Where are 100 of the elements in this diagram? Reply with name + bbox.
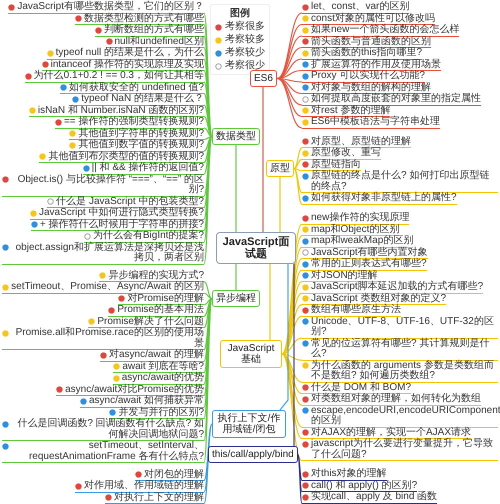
subtopic (302, 224, 400, 236)
subtopic-text: javascript为什么要进行变量提升，它导致了什么问题? (311, 439, 494, 460)
subtopic-text: JavaScript 中如何进行隐式类型转换? (38, 208, 204, 218)
branch-topic: 原型 (266, 160, 294, 177)
branch-topic: 数据类型 (212, 128, 260, 145)
subtopic (135, 470, 204, 481)
connector-line (204, 281, 212, 299)
connector-line (282, 353, 302, 383)
connector-line (204, 298, 212, 306)
subtopic-text: Promise解决了什么问题 (97, 316, 204, 327)
connector-line (276, 46, 302, 80)
connector-line (279, 177, 281, 232)
legend-text: 考察较多 (225, 34, 265, 45)
subtopic (302, 469, 387, 481)
connector-line (293, 264, 295, 446)
subtopic-text: 对rest 参数的理解 (311, 106, 390, 116)
subtopic-text: == 操作符的强制类型转换规则? (64, 117, 204, 128)
subtopic-text: 如何提取高度嵌套的对象里的指定属性 (311, 94, 481, 104)
subtopic-text: map和Object的区别 (311, 224, 400, 235)
subtopic (56, 384, 204, 396)
connector-line (294, 168, 302, 205)
branch-topic: ES6 (250, 70, 277, 87)
subtopic (302, 136, 411, 148)
subtopic-text: Promise.all和Promise.race的区别的使用场景 (14, 328, 204, 349)
connector-line (297, 454, 302, 481)
subtopic-text: object.assign和扩展运算法是深拷贝还是浅拷贝，两者区别 (14, 242, 204, 264)
subtopic (112, 373, 204, 385)
subtopic (105, 492, 204, 504)
subtopic-text: 并发与并行的区别? (118, 408, 204, 418)
subtopic-text: || 和 && 操作符的返回值? (92, 163, 204, 174)
connector-line (276, 24, 302, 80)
connector-line (269, 264, 271, 340)
subtopic-text: 对对象与数组的解构的理解 (311, 82, 431, 92)
subtopic-text: JavaScript脚本延迟加载的方式有哪些? (311, 282, 484, 292)
subtopic (100, 350, 204, 362)
subtopic-text: 对this对象的理解 (311, 469, 387, 480)
central-topic: JavaScript面试题 (216, 232, 296, 264)
subtopic (47, 196, 204, 208)
connector-line (282, 338, 302, 355)
subtopic-text: 异步编程的实现方式? (108, 270, 204, 281)
subtopic (60, 82, 204, 94)
subtopic-text: typeof NaN 的结果是什么？ (81, 94, 204, 104)
subtopic-text: intanceof 操作符的实现原理及实现 (50, 60, 204, 70)
connector-line (262, 87, 264, 232)
subtopic-text: Unicode、UTF-8、UTF-16、UTF-32的区别? (311, 316, 495, 338)
connector-line (280, 264, 289, 410)
subtopic (108, 305, 204, 317)
subtopic-text: isNaN 和 Number.isNaN 函数的区别? (38, 106, 204, 116)
connector-line (282, 353, 302, 361)
subtopic (302, 270, 378, 282)
connector-line (294, 147, 302, 169)
subtopic (302, 213, 410, 225)
subtopic (113, 362, 204, 374)
subtopic-text: JavaScript 类数组对象的定义? (311, 294, 446, 304)
subtopic (302, 282, 484, 294)
subtopic-text: setTimeout、setInterval、requestAnimationFrame 各有什么特点? (28, 441, 204, 462)
connector-line (276, 35, 302, 80)
subtopic (302, 48, 422, 60)
connector-line (297, 454, 303, 504)
subtopic-text: null和undefined区别 (114, 36, 204, 46)
branch-topic: 异步编程 (212, 290, 260, 307)
subtopic-text: typeof null 的结果是什么，为什么 (56, 48, 204, 58)
subtopic-text: 实现call、apply 及 bind 函数 (311, 492, 438, 503)
subtopic (28, 106, 204, 117)
subtopic-text: 箭头函数与普通函数的区别 (311, 36, 431, 46)
subtopic (109, 408, 204, 420)
subtopic (302, 148, 381, 160)
subtopic (118, 294, 204, 306)
connector-line (276, 78, 302, 106)
subtopic-text: 数组有哪些原生方法 (311, 305, 401, 316)
subtopic (302, 82, 431, 94)
subtopic-text: 判断数组的方式有哪些 (104, 25, 204, 36)
subtopic-text: 为什么0.1+0.2 ! == 0.3，如何让其相等 (34, 71, 204, 82)
subtopic (302, 382, 412, 394)
subtopic (302, 259, 427, 271)
subtopic-text: 如何获取安全的 undefined 值? (68, 82, 204, 92)
subtopic-text: 其他值到字符串的转换规则? (78, 128, 204, 138)
subtopic-text: 原型链指向 (311, 160, 361, 170)
subtopic-text: let、const、var的区别 (311, 2, 410, 12)
subtopic-text: 数据类型检测的方式有哪些 (84, 14, 204, 24)
subtopic-text: 常用的正则表达式有哪些? (311, 259, 427, 270)
legend-title: 图例 (229, 8, 251, 19)
subtopic (80, 396, 204, 408)
subtopic-text: 对类数组对象的理解，如何转化为数组 (311, 394, 481, 405)
subtopic-text: 为什么函数的 arguments 参数是类数组而不是数组? 如何遍历类数组? (311, 360, 495, 382)
subtopic-text: 箭头函数的this指向哪里? (311, 48, 422, 58)
subtopic-text: call() 和 apply() 的区别? (311, 480, 418, 491)
subtopic (302, 294, 446, 306)
subtopic-text: await 到底在等啥? (122, 362, 204, 372)
subtopic-text: 什么是 JavaScript 中的包装类型? (56, 196, 204, 206)
subtopic (302, 305, 401, 317)
subtopic-text: 扩展运算符的作用及使用场景 (311, 60, 441, 70)
legend-text: 考察较少 (225, 47, 265, 58)
subtopic (42, 60, 204, 71)
branch-topic: this/call/apply/bind (208, 446, 298, 463)
subtopic-text: 对async/await 的理解 (108, 350, 204, 360)
subtopic (95, 25, 204, 36)
subtopic (75, 14, 204, 25)
connector-line (276, 78, 302, 129)
subtopic-text: 什么是 DOM 和 BOM? (311, 382, 412, 393)
